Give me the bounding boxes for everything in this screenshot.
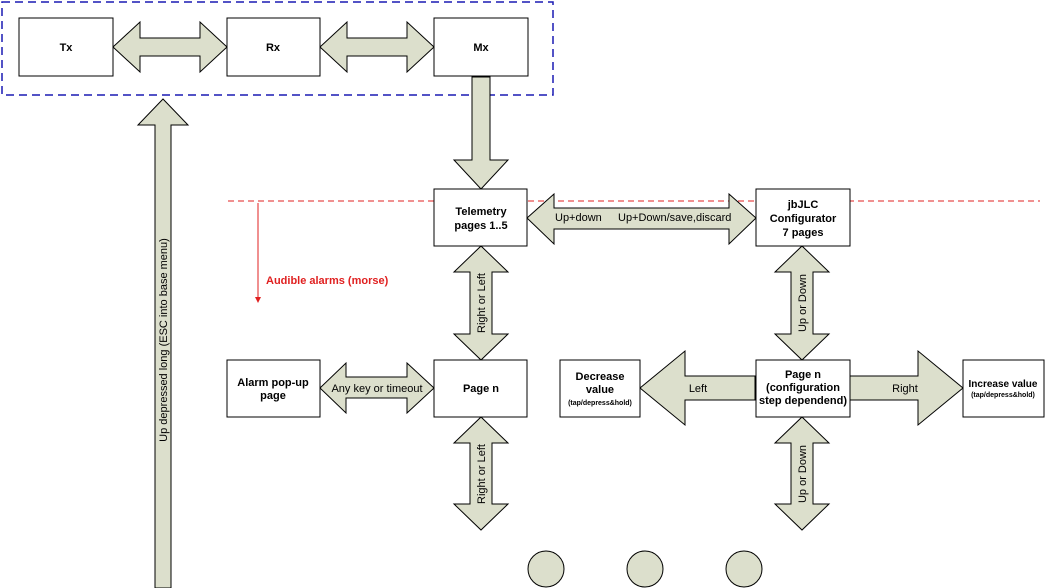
up-or-down-label-1: Up or Down [797,274,809,332]
alarm-popup-label-1: Alarm pop-up [237,377,309,389]
mx-label: Mx [473,42,489,54]
left-arrow [639,349,756,427]
configurator-label-3: 7 pages [783,227,824,239]
right-or-left-label-1: Right or Left [476,273,488,333]
page-n-label: Page n [463,383,499,395]
rx-mx-arrow [319,20,435,74]
any-key-label: Any key or timeout [331,383,422,395]
more-circle-1 [527,550,565,588]
config-page-n-label-2: (configuration [766,382,840,394]
right-or-left-label-2: Right or Left [476,444,488,504]
telemetry-label-1: Telemetry [455,206,507,218]
alarm-popup-label-2: page [260,390,286,402]
more-circle-2 [626,550,664,588]
tx-label: Tx [60,42,74,54]
audible-alarms-label: Audible alarms (morse) [266,275,389,287]
rx-label: Rx [266,42,281,54]
mx-telemetry-arrow [452,76,510,190]
device-group-border [1,1,554,96]
left-label: Left [689,383,707,395]
config-page-n-box [755,359,851,418]
up-or-down-label-2: Up or Down [797,445,809,503]
right-arrow [849,349,964,427]
telemetry-label-2: pages 1..5 [454,220,507,232]
rx-box [226,17,321,77]
page-below-arrow [452,416,510,531]
config-page-n-label-3: step dependend) [759,395,847,407]
more-circle-3 [725,550,763,588]
increase-label: Increase value [969,379,1038,390]
configurator-label-1: jbJLC [787,199,819,211]
config-page-n-label-1: Page n [785,369,821,381]
decrease-note: (tap/depress&hold) [568,400,632,407]
increase-note: (tap/depress&hold) [971,392,1035,399]
config-page-below-arrow [773,416,831,531]
decrease-box [559,359,641,418]
up-down-label: Up+down [555,212,602,224]
up-long-arrow [136,98,190,588]
alarm-popup-box [226,359,321,418]
tx-box [18,17,114,77]
alarm-arrow-head [255,297,261,303]
decrease-label-2: value [586,384,614,396]
up-long-label: Up depressed long (ESC into base menu) [158,238,170,442]
up-down-save-label: Up+Down/save,discard [618,212,731,224]
telemetry-box [433,188,528,247]
page-n-box [433,359,528,418]
decrease-label-1: Decrease [576,371,625,383]
configurator-label-2: Configurator [770,213,837,225]
increase-box [962,359,1045,418]
configurator-box [755,188,851,247]
mx-box [433,17,529,77]
right-label: Right [892,383,918,395]
tx-rx-arrow [112,20,228,74]
